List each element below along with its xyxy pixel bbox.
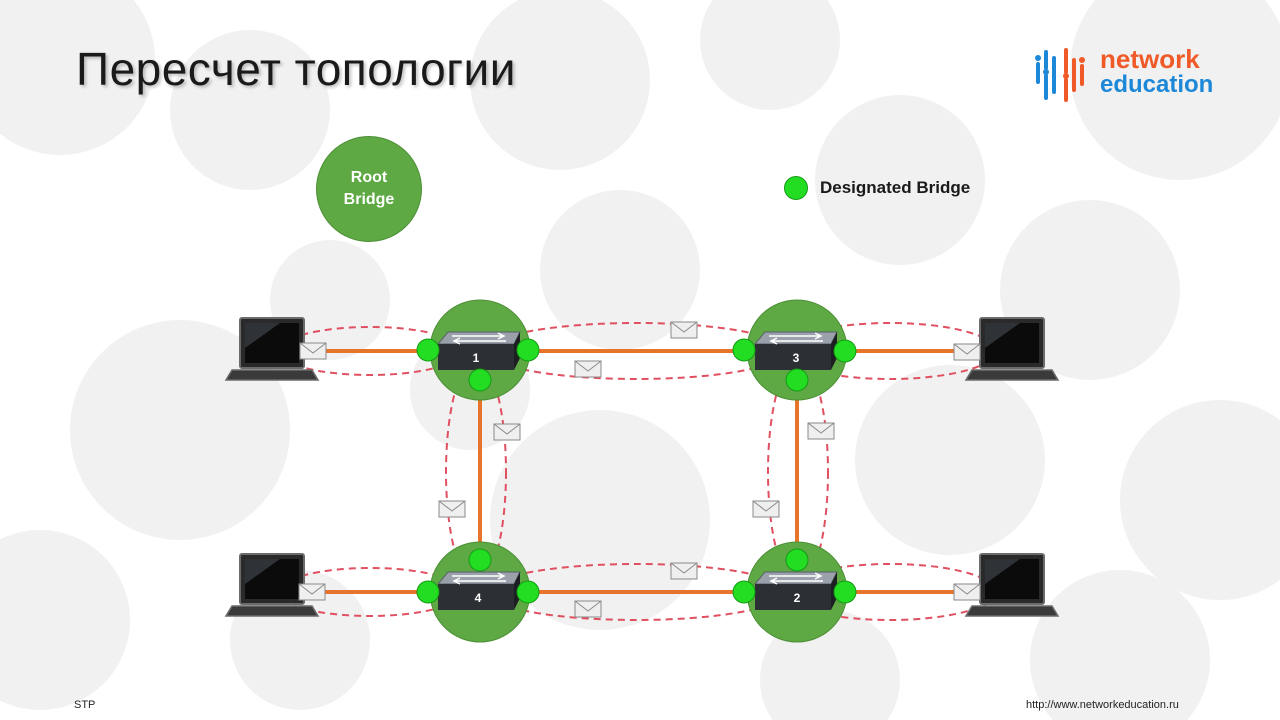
envelope-icon — [299, 342, 327, 360]
port-dot-sw1-left — [416, 338, 440, 362]
envelope-icon — [953, 583, 981, 601]
envelope-icon — [574, 600, 602, 618]
designated-bridge-legend-dot — [784, 176, 808, 200]
port-dot-sw3-left — [732, 338, 756, 362]
legend-label: Designated Bridge — [820, 178, 971, 197]
switch-1-label: 1 — [473, 351, 480, 365]
port-dot-sw1-right — [516, 338, 540, 362]
port-dot-sw3-bottom — [785, 368, 809, 392]
network-education-logo: network education — [1032, 46, 1232, 104]
port-dot-sw4-left — [416, 580, 440, 604]
logo-text-education: education — [1100, 71, 1214, 98]
port-dot-sw2-top — [785, 548, 809, 572]
footer-topic: STP — [74, 699, 96, 711]
footer-url: http://www.networkeducation.ru — [1026, 699, 1179, 711]
envelope-icon — [493, 423, 521, 441]
port-dot-sw2-left — [732, 580, 756, 604]
envelope-icon — [298, 583, 326, 601]
port-dot-sw1-bottom — [468, 368, 492, 392]
envelope-icon — [807, 422, 835, 440]
envelope-icon — [670, 321, 698, 339]
port-dot-sw4-top — [468, 548, 492, 572]
switch-2-label: 2 — [794, 591, 801, 605]
root-bridge-label-line1: Root — [350, 169, 388, 186]
slide-title: Пересчет топологии — [76, 43, 516, 95]
port-dot-sw4-right — [516, 580, 540, 604]
envelope-icon — [752, 500, 780, 518]
port-dot-sw2-right — [833, 580, 857, 604]
envelope-icon — [953, 343, 981, 361]
root-bridge-label-line2: Bridge — [343, 191, 395, 208]
switch-4-label: 4 — [475, 591, 482, 605]
root-bridge-badge: Root Bridge — [316, 136, 422, 242]
logo-brain-icon — [1035, 48, 1085, 102]
port-dot-sw3-right — [833, 339, 857, 363]
envelope-icon — [670, 562, 698, 580]
switch-3-label: 3 — [793, 351, 800, 365]
envelope-icon — [574, 360, 602, 378]
envelope-icon — [438, 500, 466, 518]
logo-text-network: network — [1100, 44, 1200, 74]
